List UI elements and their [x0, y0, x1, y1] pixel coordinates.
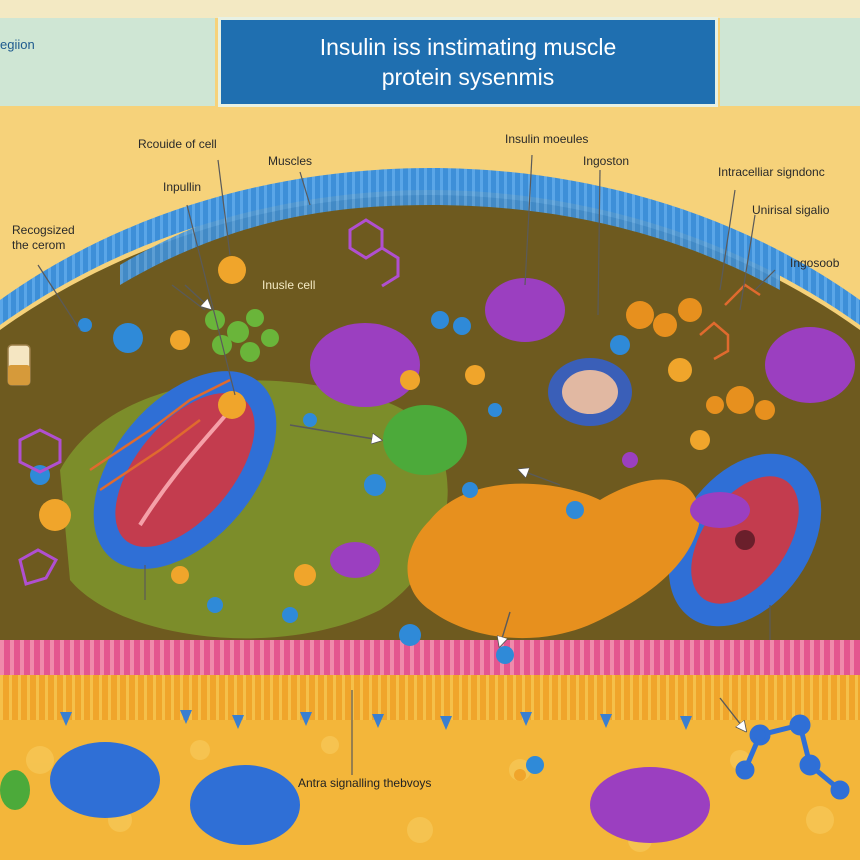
cell-membrane-inner	[120, 184, 780, 290]
orange-cluster	[626, 298, 775, 420]
blue-channel-markers	[60, 710, 692, 730]
label-recovide: Rcouide of cell	[138, 137, 217, 151]
cell-membrane	[0, 168, 860, 325]
small-particles	[30, 256, 710, 781]
label-ingoston: Ingoston	[583, 154, 630, 168]
orange-mass	[407, 479, 700, 639]
molecule-network-blue	[735, 714, 850, 800]
label-intracellular: Intracelliar signdonc	[718, 165, 825, 179]
label-recognized: Recogsized the cerom	[12, 223, 75, 252]
blue-vesicles-lower	[0, 742, 710, 845]
left-organelle	[93, 371, 277, 569]
label-ingosoob: Ingosoob	[790, 256, 840, 270]
flask-icon	[7, 344, 31, 386]
right-tab-panel	[720, 18, 860, 106]
label-inpullin: Inpullin	[163, 180, 202, 194]
left-tab-label: egiion	[0, 37, 35, 52]
pink-membrane	[0, 640, 860, 680]
purple-organelles	[310, 278, 855, 578]
molecule-network-left	[18, 218, 400, 586]
diagram-title: Insulin iss instimating muscle protein s…	[319, 34, 617, 90]
left-tab-panel	[0, 18, 215, 106]
top-strip	[0, 0, 860, 18]
label-muscles: Muscles	[268, 154, 313, 168]
molecule-network-right	[89, 283, 761, 492]
label-muscle-cell: Inusle cell	[262, 278, 316, 292]
label-antra: Antra signalling thebvoys	[298, 776, 432, 790]
green-organelle	[383, 405, 467, 475]
orange-membrane	[0, 675, 860, 720]
label-insulin-molecules: Insulin moeules	[505, 132, 589, 146]
title-banner: Insulin iss instimating muscle protein s…	[218, 17, 718, 107]
label-universal: Unirisal sigalio	[752, 203, 830, 217]
